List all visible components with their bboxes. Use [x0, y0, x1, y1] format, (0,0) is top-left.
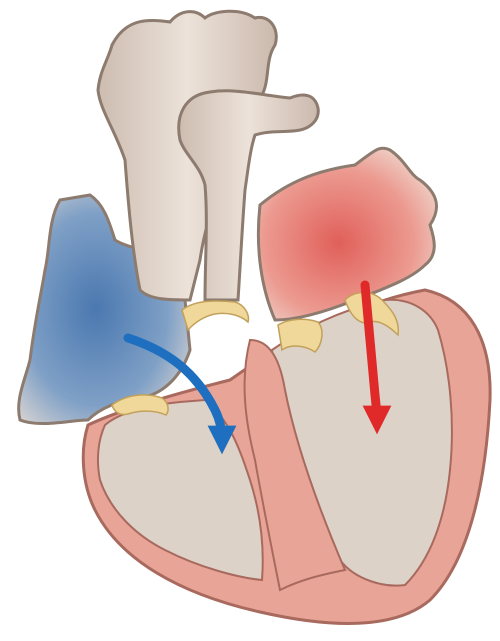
- pulmonary-valve: [182, 301, 248, 330]
